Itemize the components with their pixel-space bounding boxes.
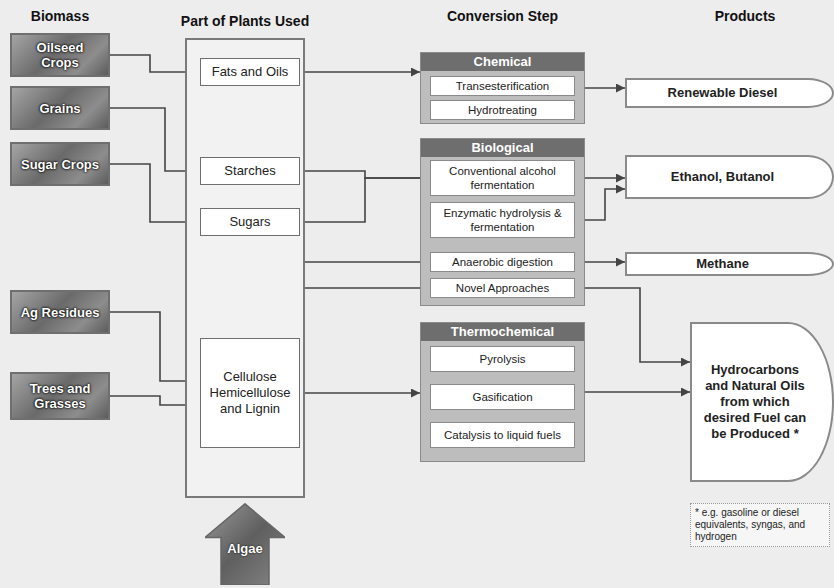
process-box: Anaerobic digestion — [430, 252, 575, 272]
biomass-label: Trees and Grasses — [16, 381, 104, 411]
biomass-label: Grains — [39, 101, 80, 116]
flow-arrow — [300, 178, 430, 222]
flow-arrow — [575, 288, 690, 362]
product-label: Hydrocarbons and Natural Oils from which… — [700, 362, 810, 442]
product-box: Hydrocarbons and Natural Oils from which… — [690, 322, 834, 482]
process-label: Transesterification — [456, 79, 550, 93]
plant-part-label: Fats and Oils — [212, 64, 289, 80]
product-box: Ethanol, Butanol — [625, 155, 834, 199]
band-heading: Biological — [421, 139, 584, 157]
biomass-box: Oilseed Crops — [10, 33, 110, 77]
product-box: Renewable Diesel — [625, 78, 834, 108]
process-label: Catalysis to liquid fuels — [444, 428, 561, 442]
column-heading: Biomass — [10, 8, 110, 24]
process-label: Novel Approaches — [456, 281, 549, 295]
group-heading: Part of Plants Used — [181, 13, 309, 29]
flow-arrow — [300, 171, 430, 178]
flow-arrow — [300, 392, 420, 394]
product-label: Renewable Diesel — [668, 85, 778, 101]
process-label: Pyrolysis — [479, 352, 525, 366]
process-label: Conventional alcohol fermentation — [435, 164, 570, 192]
footnote: * e.g. gasoline or diesel equivalents, s… — [690, 503, 830, 547]
process-box: Conventional alcohol fermentation — [430, 160, 575, 196]
plant-part-box: Sugars — [200, 208, 300, 236]
column-heading: Products — [690, 8, 800, 24]
flow-arrow — [585, 391, 690, 393]
process-box: Pyrolysis — [430, 346, 575, 372]
biomass-box: Trees and Grasses — [10, 372, 110, 420]
product-box: Methane — [625, 252, 834, 276]
algae-arrow: Algae — [205, 503, 285, 585]
process-box: Novel Approaches — [430, 278, 575, 298]
plant-part-label: Cellulose Hemicellulose and Lignin — [205, 369, 295, 417]
product-label: Ethanol, Butanol — [671, 169, 774, 185]
process-label: Gasification — [472, 390, 532, 404]
process-box: Catalysis to liquid fuels — [430, 422, 575, 448]
algae-label: Algae — [227, 541, 262, 556]
process-label: Hydrotreating — [468, 103, 537, 117]
plant-part-box: Fats and Oils — [200, 58, 300, 86]
biomass-box: Sugar Crops — [10, 142, 110, 186]
flow-arrow — [585, 87, 625, 89]
flow-arrow — [300, 71, 420, 73]
process-box: Enzymatic hydrolysis & fermentation — [430, 202, 575, 238]
band-heading: Chemical — [421, 53, 584, 71]
biomass-label: Ag Residues — [21, 305, 100, 320]
column-heading: Conversion Step — [420, 8, 585, 24]
biomass-label: Sugar Crops — [21, 157, 99, 172]
plant-part-label: Starches — [224, 163, 275, 179]
plant-part-box: Starches — [200, 157, 300, 185]
plant-part-label: Sugars — [229, 214, 270, 230]
group-box: Part of Plants UsedFats and OilsStarches… — [185, 38, 305, 498]
process-box: Hydrotreating — [430, 100, 575, 120]
process-band: BiologicalConventional alcohol fermentat… — [420, 138, 585, 306]
plant-part-box: Cellulose Hemicellulose and Lignin — [200, 338, 300, 448]
process-band: ThermochemicalPyrolysisGasificationCatal… — [420, 322, 585, 462]
band-heading: Thermochemical — [421, 323, 584, 341]
process-box: Gasification — [430, 384, 575, 410]
biomass-label: Oilseed Crops — [16, 40, 104, 70]
product-label: Methane — [696, 256, 749, 272]
process-label: Anaerobic digestion — [452, 255, 553, 269]
process-box: Transesterification — [430, 76, 575, 96]
biomass-box: Ag Residues — [10, 290, 110, 334]
biomass-box: Grains — [10, 86, 110, 130]
process-label: Enzymatic hydrolysis & fermentation — [435, 206, 570, 234]
process-band: ChemicalTransesterificationHydrotreating — [420, 52, 585, 124]
